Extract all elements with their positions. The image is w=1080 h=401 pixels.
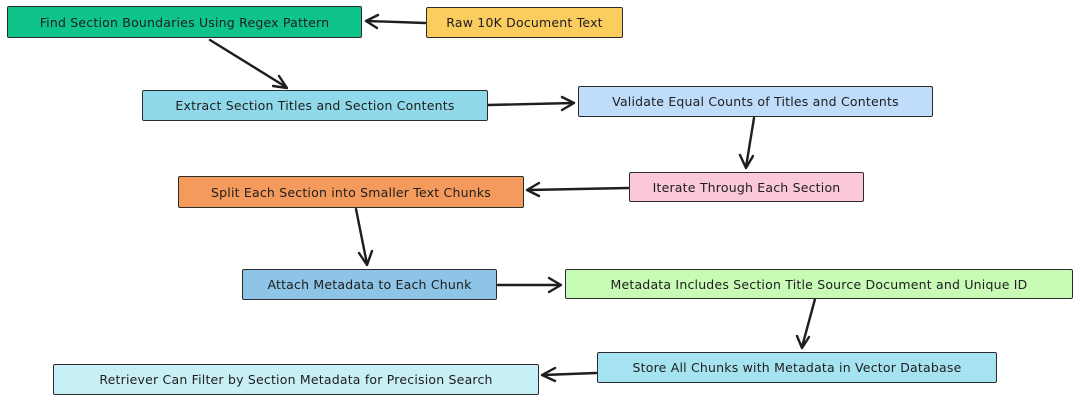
edge-iterate-to-split-arrowhead [525,181,541,198]
edge-iterate-to-split [526,186,630,192]
edge-metadata-to-store-arrowhead [795,334,811,350]
edge-store-to-retriever-arrowhead [540,366,557,383]
node-retriever-can-filter: Retriever Can Filter by Section Metadata… [53,364,539,395]
node-raw-10k-document-text: Raw 10K Document Text [426,7,623,38]
edge-find-to-extract [208,38,288,89]
edge-extract-to-validate [486,101,575,107]
edge-metadata-to-store [800,297,817,349]
node-validate-equal-counts: Validate Equal Counts of Titles and Cont… [578,86,933,117]
edge-raw-to-find [365,19,427,25]
node-metadata-includes: Metadata Includes Section Title Source D… [565,269,1073,299]
edge-validate-to-iterate [744,116,756,169]
node-extract-section-titles: Extract Section Titles and Section Conte… [142,90,488,121]
node-attach-metadata: Attach Metadata to Each Chunk [242,269,497,300]
edge-find-to-extract-arrowhead [271,74,289,90]
node-iterate-through-each-section: Iterate Through Each Section [629,172,864,202]
edge-extract-to-validate-arrowhead [560,95,576,112]
edge-split-to-attach-arrowhead [357,249,374,267]
edge-attach-to-metadata-arrowhead [547,276,563,294]
node-store-all-chunks: Store All Chunks with Metadata in Vector… [597,352,997,383]
node-split-each-section: Split Each Section into Smaller Text Chu… [178,176,524,208]
edge-raw-to-find-arrowhead [364,13,380,30]
edge-store-to-retriever [541,371,598,377]
edge-split-to-attach [354,207,369,266]
node-find-section-boundaries: Find Section Boundaries Using Regex Patt… [7,6,362,38]
edge-validate-to-iterate-arrowhead [738,153,755,170]
